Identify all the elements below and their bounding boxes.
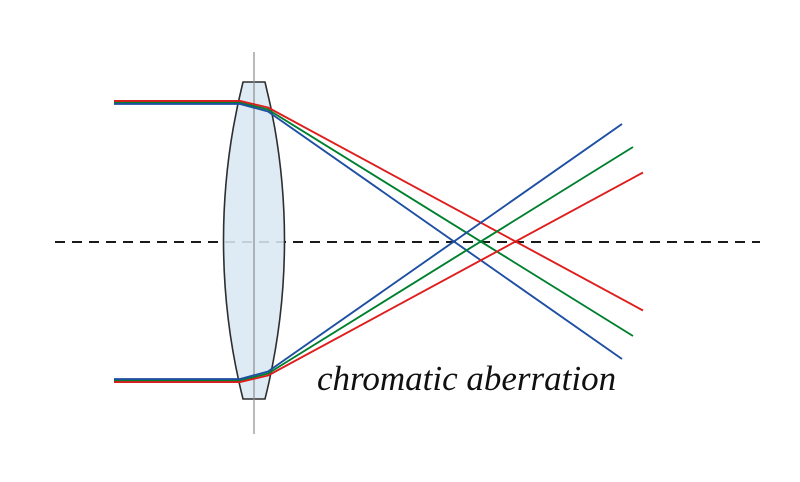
diagram-title: chromatic aberration	[317, 359, 617, 398]
ray-green-top	[114, 101, 634, 337]
ray-blue-bottom	[114, 123, 623, 381]
ray-red-top	[114, 99, 644, 312]
ray-green-bottom	[114, 146, 634, 382]
ray-red-bottom	[114, 171, 644, 384]
ray-blue-top	[114, 102, 623, 360]
